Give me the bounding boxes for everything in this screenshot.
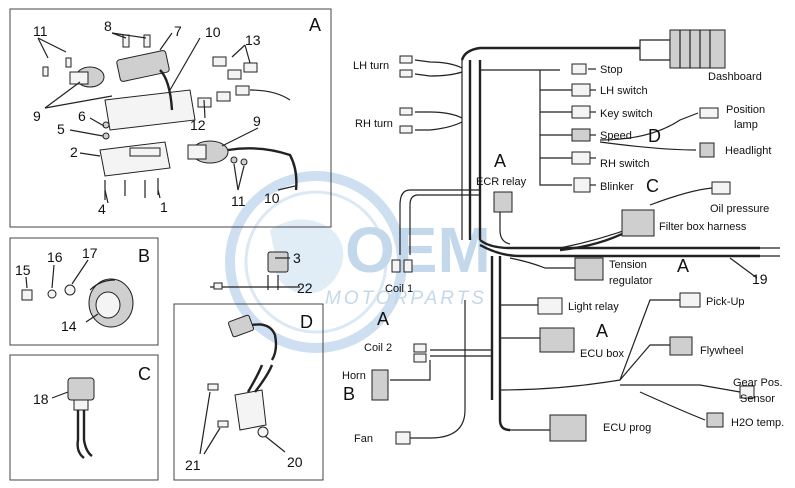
label-tension-2: regulator <box>609 275 653 287</box>
label-filter-box-harness: Filter box harness <box>659 221 747 233</box>
panel-a-letter: A <box>309 15 321 35</box>
ref-7: 7 <box>174 23 182 39</box>
label-horn: Horn <box>342 370 366 382</box>
label-letter-d: D <box>648 126 661 146</box>
panel-c: C 18 <box>9 354 159 481</box>
label-stop: Stop <box>600 64 623 76</box>
panel-c-letter: C <box>138 364 151 384</box>
panel-b: B 15 16 17 14 <box>9 237 159 346</box>
ref-19: 19 <box>752 271 768 287</box>
label-coil2: Coil 2 <box>364 342 392 354</box>
ref-4: 4 <box>98 201 106 217</box>
watermark: OEM MOTORPARTS <box>225 171 491 353</box>
label-lh-switch: LH switch <box>600 85 648 97</box>
label-flywheel: Flywheel <box>700 345 743 357</box>
label-letter-c: C <box>646 176 659 196</box>
label-letter-a-ecu: A <box>596 321 608 341</box>
ref-12: 12 <box>190 117 206 133</box>
harness-wires <box>371 29 780 445</box>
label-blinker: Blinker <box>600 181 634 193</box>
label-letter-a-ecr: A <box>494 151 506 171</box>
label-rh-turn: RH turn <box>355 118 393 130</box>
label-tension-1: Tension <box>609 259 647 271</box>
ref-10: 10 <box>205 24 221 40</box>
ref-15: 15 <box>15 262 31 278</box>
label-gear-pos-1: Gear Pos. <box>733 377 783 389</box>
label-fan: Fan <box>354 433 373 445</box>
panel-b-letter: B <box>138 246 150 266</box>
panel-a: A 11 8 7 <box>9 8 332 228</box>
ref-13: 13 <box>245 32 261 48</box>
ref-11: 11 <box>33 23 48 39</box>
label-letter-a-coil2: A <box>377 309 389 329</box>
label-position-lamp-1: Position <box>726 104 765 116</box>
ref-18: 18 <box>33 391 49 407</box>
ref-9: 9 <box>33 108 41 124</box>
ref-9b: 9 <box>253 113 261 129</box>
panel-d-letter: D <box>300 312 313 332</box>
label-lh-turn: LH turn <box>353 60 389 72</box>
label-key-switch: Key switch <box>600 108 653 120</box>
label-gear-pos-2: Sensor <box>740 393 775 405</box>
ref-16: 16 <box>47 249 63 265</box>
label-ecr-relay: ECR relay <box>476 176 527 188</box>
ref-10b: 10 <box>264 190 280 206</box>
label-position-lamp-2: lamp <box>734 119 758 131</box>
label-pick-up: Pick-Up <box>706 296 745 308</box>
ref-3: 3 <box>293 250 301 266</box>
label-h2o-temp: H2O temp. <box>731 417 784 429</box>
label-dashboard: Dashboard <box>708 71 762 83</box>
label-ecu-box: ECU box <box>580 348 625 360</box>
ref-6: 6 <box>78 108 86 124</box>
relay-3-22: 3 22 <box>210 250 313 296</box>
harness-labels: LH turn RH turn Stop LH switch Key switc… <box>342 60 784 445</box>
watermark-text: MOTORPARTS <box>325 288 487 309</box>
label-rh-switch: RH switch <box>600 158 650 170</box>
label-letter-a-tension: A <box>677 256 689 276</box>
panel-d: D 21 20 <box>173 303 324 481</box>
label-coil1: Coil 1 <box>385 283 413 295</box>
ref-1: 1 <box>160 199 168 215</box>
label-ecu-prog: ECU prog <box>603 422 651 434</box>
ref-8: 8 <box>104 18 112 34</box>
ref-5: 5 <box>57 121 65 137</box>
ref-2: 2 <box>70 144 78 160</box>
label-oil-pressure: Oil pressure <box>710 203 769 215</box>
ref-22: 22 <box>297 280 313 296</box>
label-headlight: Headlight <box>725 145 771 157</box>
watermark-logo: OEM <box>345 214 491 286</box>
label-speed: Speed <box>600 130 632 142</box>
ref-21: 21 <box>185 457 201 473</box>
label-letter-b-horn: B <box>343 384 355 404</box>
ref-11b: 11 <box>231 193 246 209</box>
label-light-relay: Light relay <box>568 301 619 313</box>
ref-14: 14 <box>61 318 77 334</box>
ref-20: 20 <box>287 454 303 470</box>
ref-17: 17 <box>82 245 98 261</box>
